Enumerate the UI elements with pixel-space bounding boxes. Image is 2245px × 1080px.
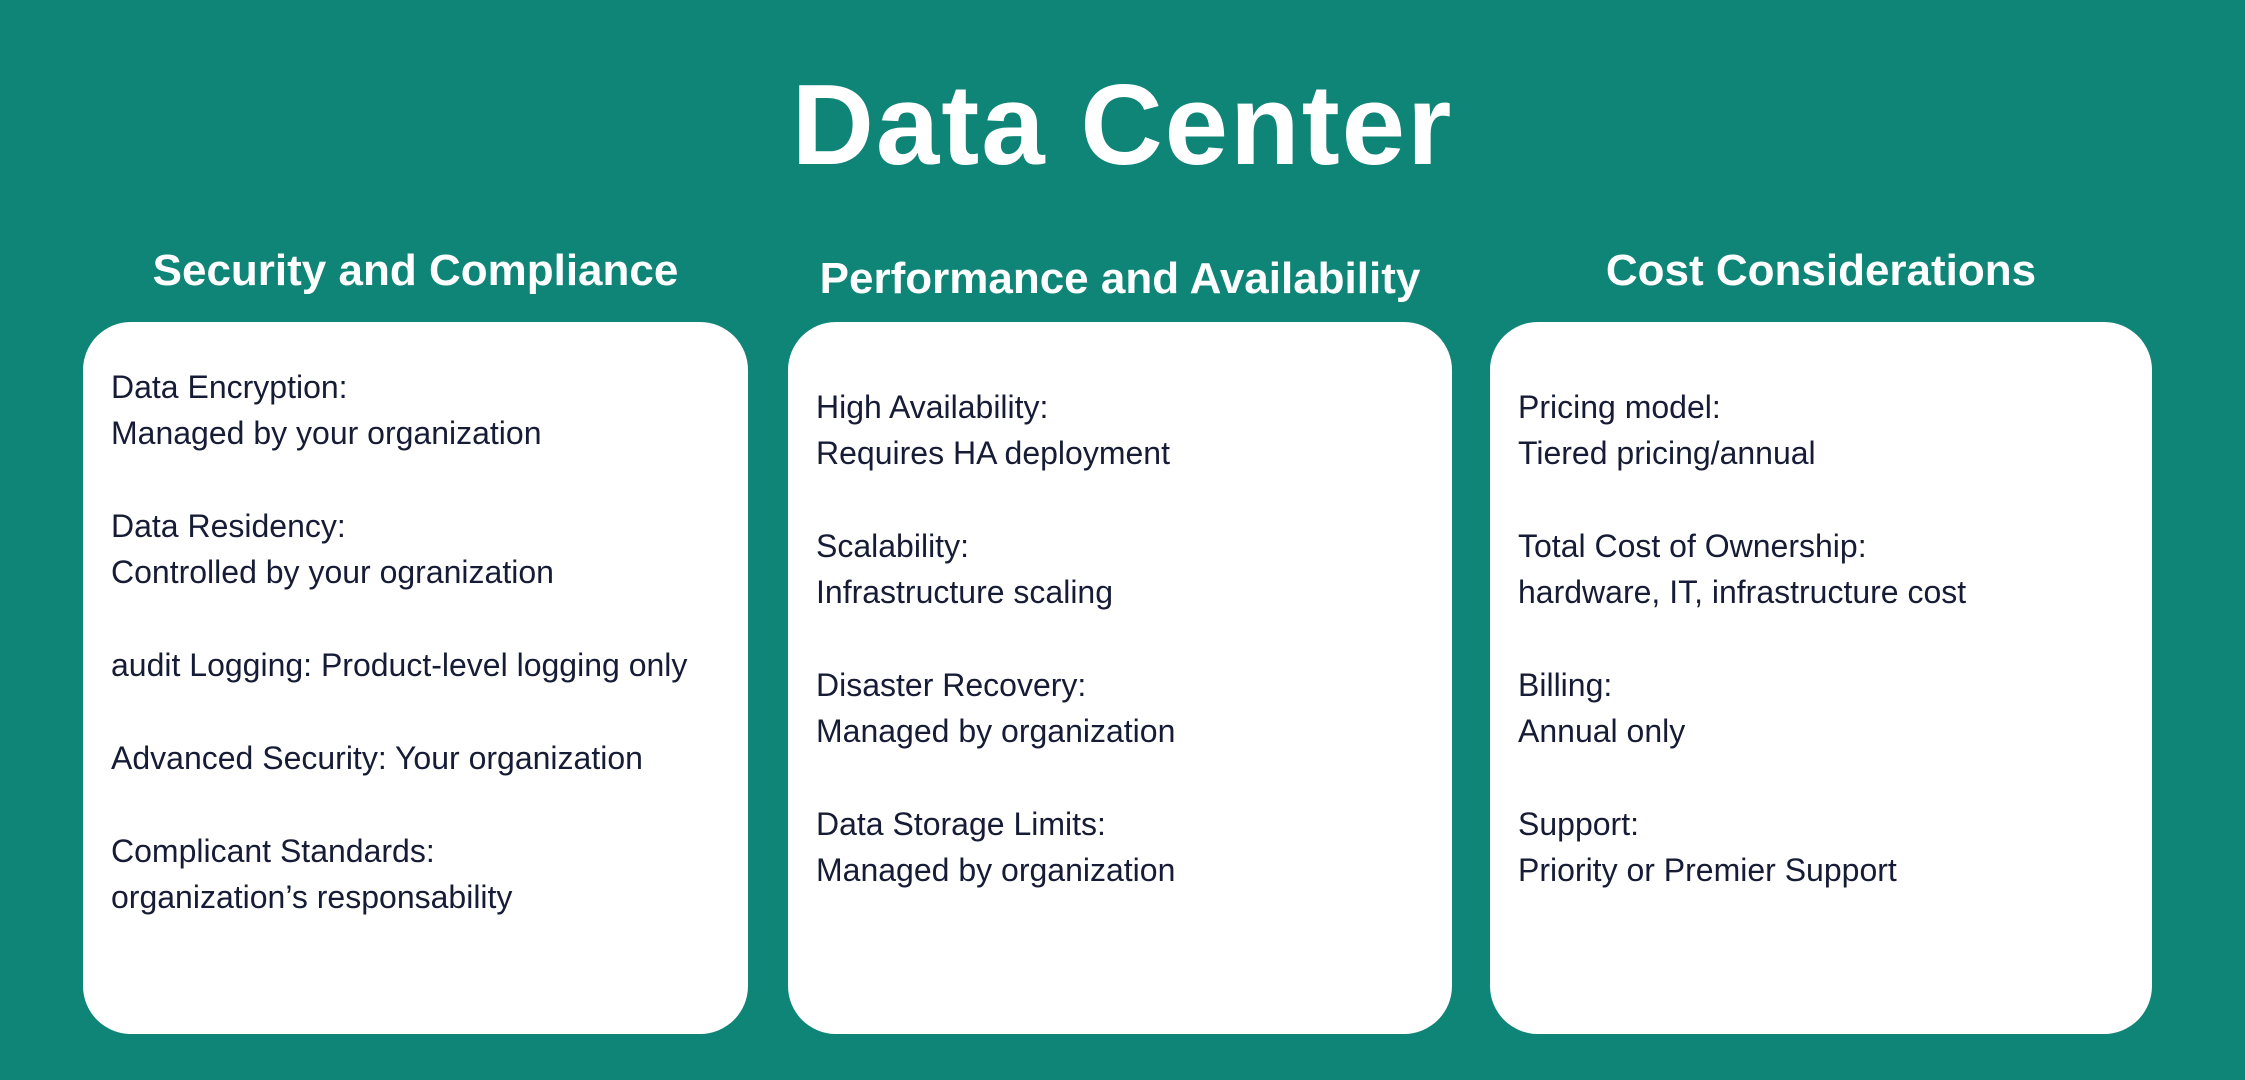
card-item: Data Storage Limits: Managed by organiza… <box>816 806 1176 888</box>
card-item: Data Encryption: Managed by your organiz… <box>111 369 542 451</box>
card-item: Pricing model: Tiered pricing/annual <box>1518 389 1816 471</box>
security-card: Data Encryption: Managed by your organiz… <box>83 322 748 1034</box>
card-item: Support: Priority or Premier Support <box>1518 806 1897 888</box>
card-item: High Availability: Requires HA deploymen… <box>816 389 1170 471</box>
cost-card: Pricing model: Tiered pricing/annual Tot… <box>1490 322 2152 1034</box>
performance-card: High Availability: Requires HA deploymen… <box>788 322 1452 1034</box>
column-header-performance: Performance and Availability <box>819 254 1421 303</box>
card-item: Scalability: Infrastructure scaling <box>816 528 1114 610</box>
column-performance-and-availability: Performance and Availability High Availa… <box>788 240 1452 1034</box>
card-item: Total Cost of Ownership: hardware, IT, i… <box>1518 528 1967 610</box>
card-item: audit Logging: Product-level logging onl… <box>111 647 688 683</box>
page-title: Data Center <box>791 62 1454 189</box>
card-item: Data Residency: Controlled by your ogran… <box>111 508 554 590</box>
card-item: Disaster Recovery: Managed by organizati… <box>816 667 1176 749</box>
column-cost-considerations: Cost Considerations Pricing model: Tiere… <box>1490 240 2152 1034</box>
card-item: Advanced Security: Your organization <box>111 740 643 776</box>
card-item: Complicant Standards: organization’s res… <box>111 833 513 915</box>
column-header-security: Security and Compliance <box>152 246 679 295</box>
card-item: Billing: Annual only <box>1518 667 1686 749</box>
column-header-cost: Cost Considerations <box>1605 246 2037 295</box>
column-security-and-compliance: Security and Compliance Data Encryption:… <box>83 240 748 1034</box>
